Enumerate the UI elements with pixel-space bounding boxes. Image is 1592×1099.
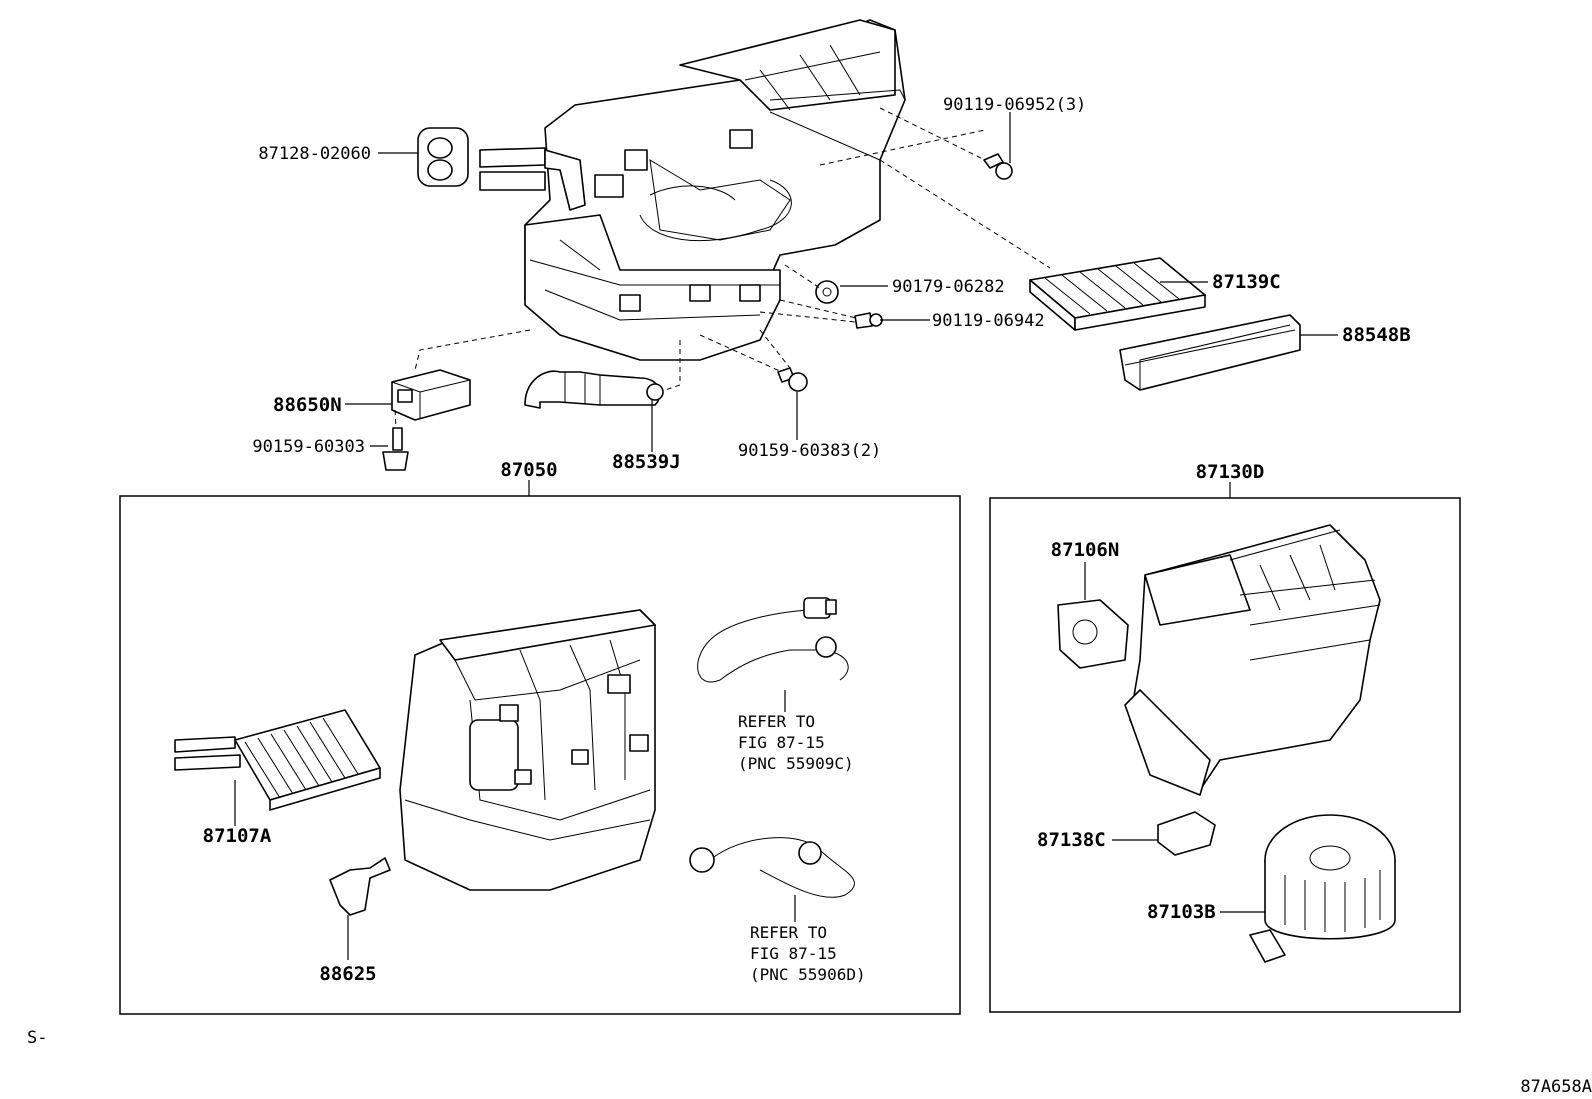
resistor-drawing <box>1157 811 1216 856</box>
box-87130d: 87130D <box>989 461 1461 1013</box>
leader-lines-top <box>345 112 1338 452</box>
drain-hose-drawing <box>524 370 664 409</box>
grommet-drawing <box>417 127 469 187</box>
heater-core-drawing <box>174 709 381 811</box>
label-90119-06952: 90119-06952(3) <box>943 95 1086 115</box>
cabin-filter-drawing <box>1029 257 1206 331</box>
figure-code: 87A658A <box>1520 1077 1592 1097</box>
label-88539j: 88539J <box>612 451 681 473</box>
filter-cover-drawing <box>1119 314 1301 391</box>
label-87107a: 87107A <box>203 825 272 847</box>
screw-drawing-2 <box>854 312 883 329</box>
label-87050: 87050 <box>500 459 557 481</box>
actuator-drawing <box>391 369 471 421</box>
label-87106n: 87106N <box>1051 539 1120 561</box>
label-88650n: 88650N <box>273 394 342 416</box>
screw-drawing-4 <box>777 367 808 392</box>
refer-note-text: (PNC 55909C) <box>738 754 854 773</box>
label-90119-06942: 90119-06942 <box>932 311 1045 331</box>
sensor-wire-upper-drawing <box>697 597 849 683</box>
sensor-88625-drawing <box>329 857 391 916</box>
blower-case-drawing <box>1124 524 1381 796</box>
refer-note-text: REFER TO <box>750 923 827 942</box>
blower-motor-drawing <box>1249 814 1396 963</box>
label-90159-60303: 90159-60303 <box>252 437 365 457</box>
main-hvac-unit-drawing <box>479 19 906 361</box>
label-87138c: 87138C <box>1037 829 1106 851</box>
label-88548b: 88548B <box>1342 324 1411 346</box>
screw-drawing-3 <box>382 427 409 471</box>
refer-note-upper: REFER TO FIG 87-15 (PNC 55909C) <box>738 690 854 773</box>
label-88625: 88625 <box>319 963 376 985</box>
label-87139c: 87139C <box>1212 271 1281 293</box>
refer-note-text: (PNC 55906D) <box>750 965 866 984</box>
sensor-wire-lower-drawing <box>689 837 855 898</box>
refer-note-lower: REFER TO FIG 87-15 (PNC 55906D) <box>750 895 866 984</box>
refer-note-text: FIG 87-15 <box>750 944 837 963</box>
heater-unit-drawing <box>399 609 656 891</box>
labels-top: 87128-02060 90119-06952(3) 87139C 90179-… <box>252 95 1410 473</box>
label-87103b: 87103B <box>1147 901 1216 923</box>
label-87128: 87128-02060 <box>258 144 371 164</box>
screw-drawing-1 <box>983 153 1013 180</box>
refer-note-text: REFER TO <box>738 712 815 731</box>
assembly-dashed-lines <box>394 107 1051 429</box>
corner-mark: S- <box>27 1028 47 1048</box>
actuator-87106-drawing <box>1057 599 1129 669</box>
label-87130d: 87130D <box>1196 461 1265 483</box>
nut-drawing <box>815 280 839 304</box>
label-90179: 90179-06282 <box>892 277 1005 297</box>
box-87050: 87050 <box>119 459 961 1015</box>
refer-note-text: FIG 87-15 <box>738 733 825 752</box>
label-90159-60383: 90159-60383(2) <box>738 441 881 461</box>
